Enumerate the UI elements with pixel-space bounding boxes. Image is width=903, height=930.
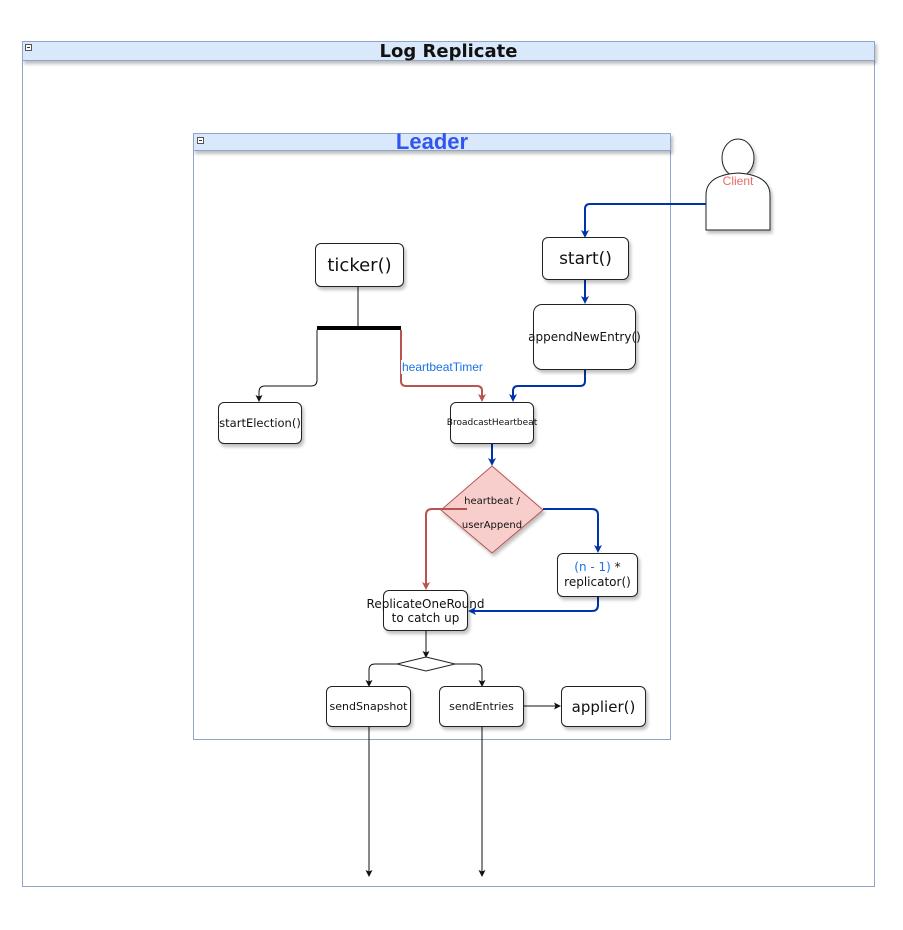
round-line1: ReplicateOneRound	[366, 597, 485, 611]
client-actor	[705, 138, 771, 231]
replicator-line1: (n - 1) *	[574, 560, 620, 575]
edge-client-start	[581, 203, 706, 238]
log-replicate-header	[22, 41, 875, 61]
collapse-icon[interactable]	[197, 137, 204, 144]
decision-line1: heartbeat /	[464, 496, 520, 507]
log-replicate-title: Log Replicate	[379, 41, 518, 62]
replicator-count: (n - 1)	[574, 560, 611, 574]
leader-header	[193, 133, 671, 151]
collapse-icon[interactable]	[25, 44, 32, 51]
leader-title: Leader	[395, 129, 469, 154]
choice-diamond	[396, 656, 456, 672]
replicator-node[interactable]: (n - 1) * replicator()	[557, 553, 638, 597]
edge-bar-startelection	[255, 330, 318, 402]
send-snapshot-node[interactable]: sendSnapshot	[326, 686, 411, 727]
broadcast-heartbeat-node[interactable]: BroadcastHeartbeat	[447, 402, 537, 444]
decision-label: heartbeat / userAppend	[446, 490, 538, 538]
replicator-line2: replicator()	[564, 575, 631, 589]
replicate-one-round-node[interactable]: ReplicateOneRound to catch up	[367, 590, 484, 631]
round-line2: to catch up	[391, 611, 460, 625]
start-election-node[interactable]: startElection()	[218, 402, 302, 444]
heartbeattimer-label: heartbeatTimer	[401, 360, 484, 374]
decision-line2: userAppend	[461, 520, 523, 531]
edge-heartbeattimer	[400, 330, 486, 402]
decision-diamond	[440, 465, 544, 554]
applier-node[interactable]: applier()	[561, 686, 646, 727]
client-label: Client	[722, 174, 754, 188]
fork-bar	[317, 326, 401, 330]
edge-choice-sendsnapshot	[365, 663, 397, 687]
edge-decision-replicateoneround	[422, 508, 467, 590]
ticker-node[interactable]: ticker()	[315, 243, 404, 287]
send-entries-node[interactable]: sendEntries	[439, 686, 524, 727]
append-new-entry-node[interactable]: appendNewEntry()	[528, 304, 641, 370]
edge-decision-replicator	[543, 508, 602, 553]
edge-choice-sendentries	[455, 663, 486, 687]
replicator-multiplier: *	[610, 560, 621, 574]
edge-replicator-replicateoneround	[468, 597, 599, 615]
edge-append-broadcast	[509, 370, 586, 402]
start-node[interactable]: start()	[542, 237, 629, 280]
